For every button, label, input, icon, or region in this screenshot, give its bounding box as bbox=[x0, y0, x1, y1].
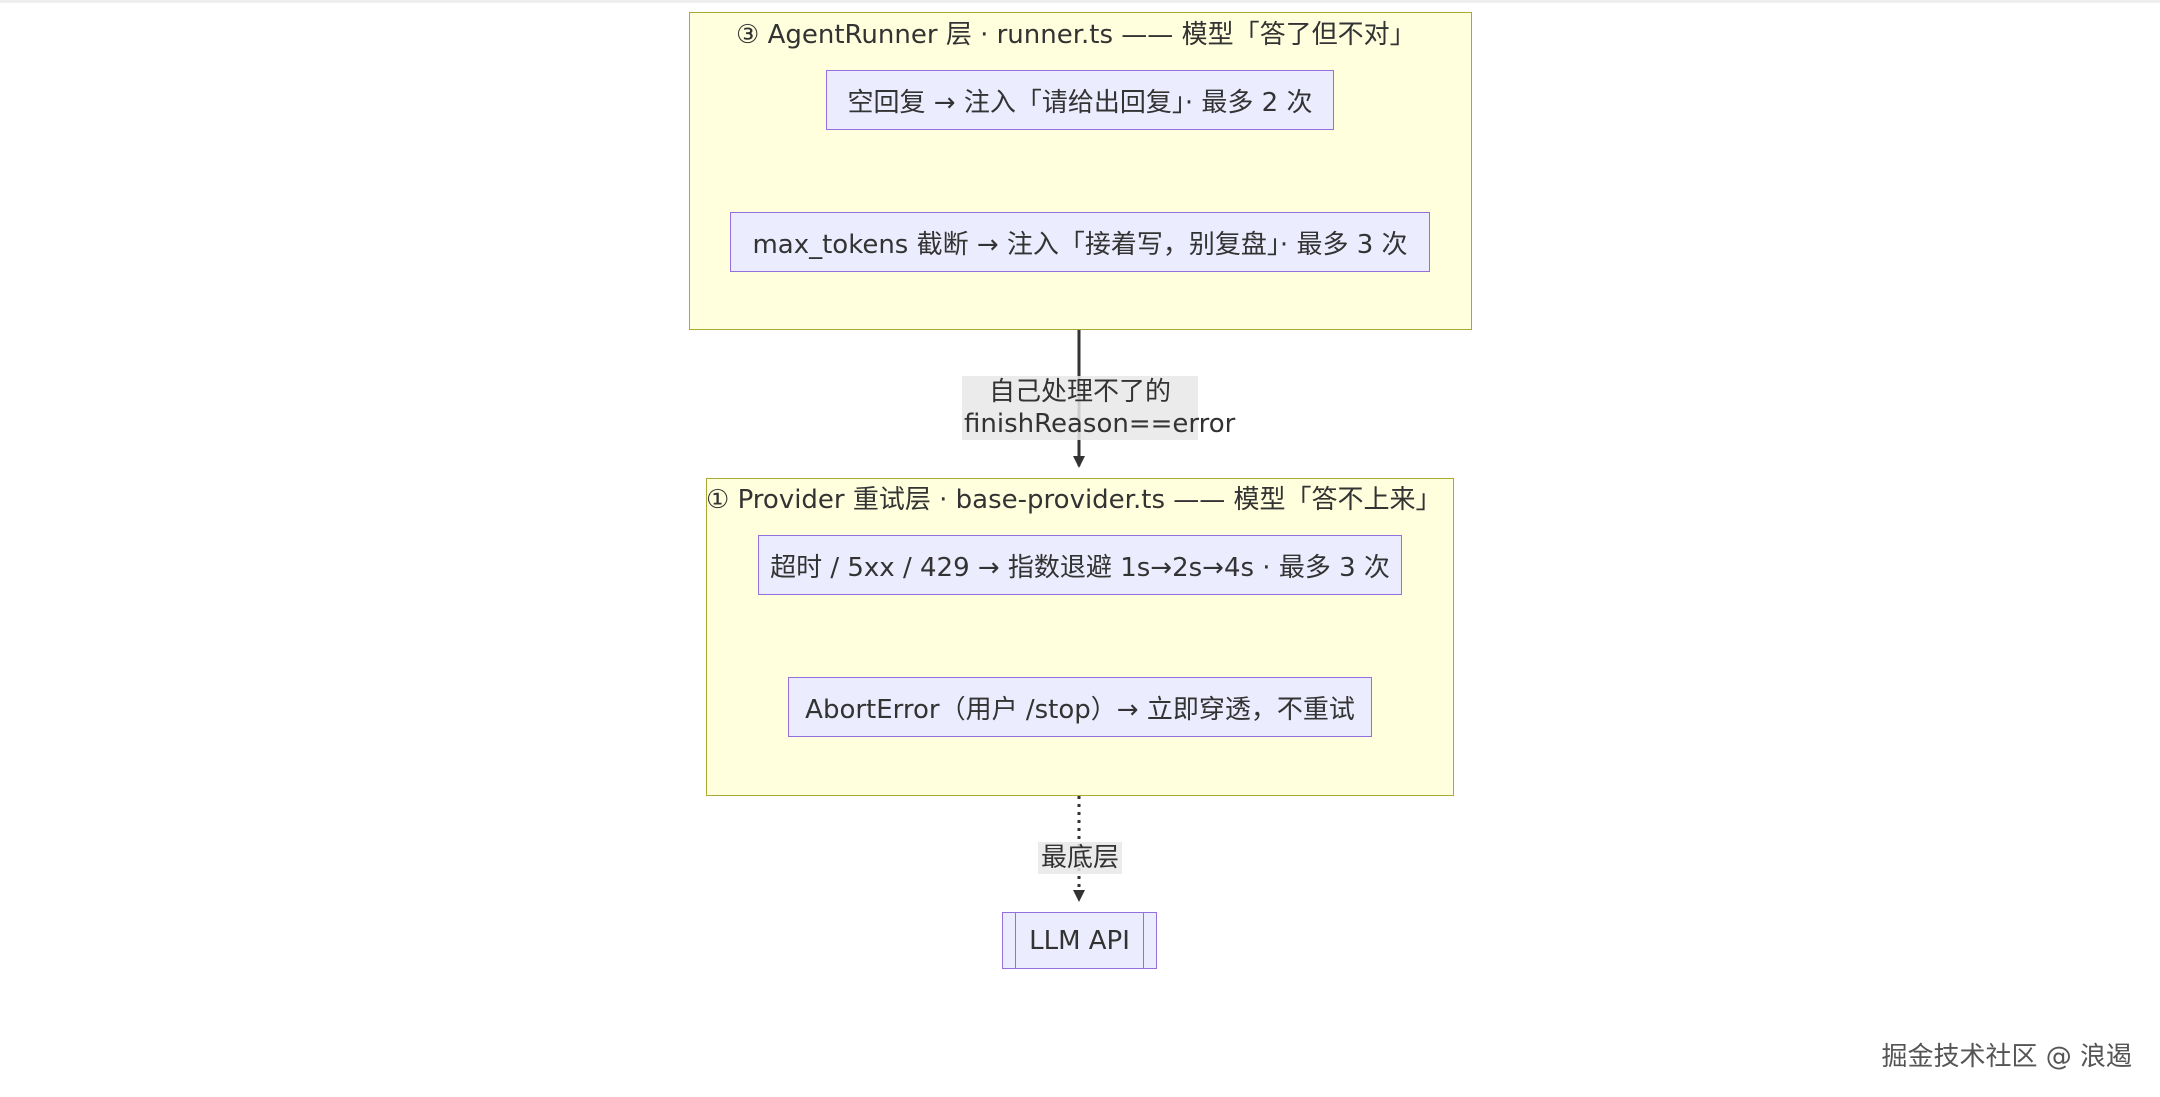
edge-label-runner-to-provider: 自己处理不了的 finishReason==error bbox=[962, 376, 1236, 440]
edge-label-provider-to-llm: 最底层 bbox=[1038, 842, 1122, 874]
empty-reply-node[interactable]: 空回复 → 注入「请给出回复」· 最多 2 次 bbox=[826, 70, 1334, 130]
max-tokens-node[interactable]: max_tokens 截断 → 注入「接着写，别复盘」· 最多 3 次 bbox=[730, 212, 1430, 272]
runner-layer-title: ③ AgentRunner 层 · runner.ts —— 模型「答了但不对」 bbox=[736, 20, 1416, 50]
timeout-retry-node[interactable]: 超时 / 5xx / 429 → 指数退避 1s→2s→4s · 最多 3 次 bbox=[758, 535, 1402, 595]
edge-label-bottom-layer: 最底层 bbox=[1040, 843, 1119, 873]
llm-api-node[interactable]: LLM API bbox=[1002, 912, 1157, 969]
watermark: 掘金技术社区 @ 浪遏 bbox=[1881, 1042, 2132, 1072]
subroutine-left-bar bbox=[1015, 913, 1016, 968]
edge-label-line-2: finishReason==error bbox=[964, 409, 1236, 439]
abort-error-label: AbortError（用户 /stop）→ 立即穿透，不重试 bbox=[805, 694, 1355, 725]
timeout-retry-label: 超时 / 5xx / 429 → 指数退避 1s→2s→4s · 最多 3 次 bbox=[770, 552, 1390, 583]
abort-error-node[interactable]: AbortError（用户 /stop）→ 立即穿透，不重试 bbox=[788, 677, 1372, 737]
top-divider bbox=[0, 0, 2160, 3]
subroutine-right-bar bbox=[1143, 913, 1144, 968]
runner-layer-cluster bbox=[689, 12, 1472, 330]
max-tokens-label: max_tokens 截断 → 注入「接着写，别复盘」· 最多 3 次 bbox=[752, 229, 1408, 260]
empty-reply-label: 空回复 → 注入「请给出回复」· 最多 2 次 bbox=[847, 87, 1313, 118]
edge-label-line-1: 自己处理不了的 bbox=[988, 377, 1171, 407]
provider-layer-title: ① Provider 重试层 · base-provider.ts —— 模型「… bbox=[706, 485, 1442, 515]
provider-layer-cluster bbox=[706, 478, 1454, 796]
llm-api-label: LLM API bbox=[1029, 925, 1130, 956]
